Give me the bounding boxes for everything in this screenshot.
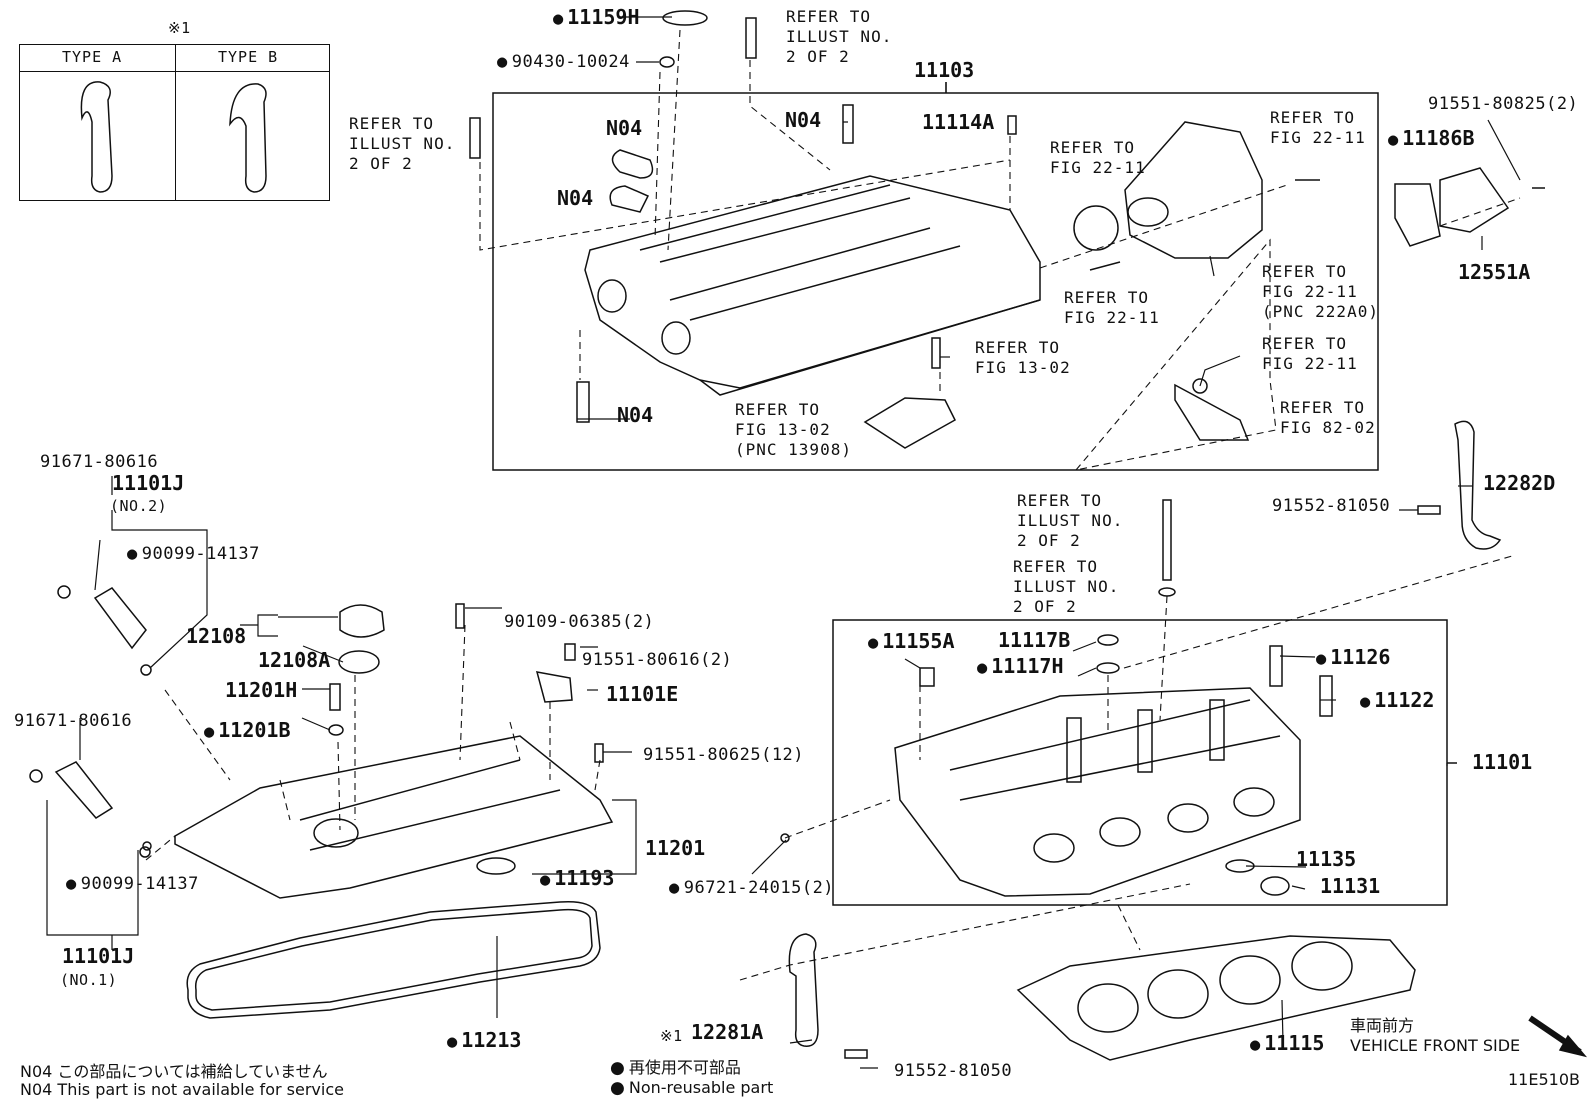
- part-label-11115: 11115: [1250, 1033, 1324, 1055]
- ref-illust-2-of-2-top: REFER TO ILLUST NO. 2 OF 2: [786, 7, 893, 66]
- part-label-91552-81050-a: 91552-81050: [894, 1061, 1013, 1081]
- part-label-11101E: 11101E: [606, 682, 679, 706]
- legend-nonreusable-jp: 再使用不可部品: [610, 1054, 741, 1078]
- ref-fig-22-11-a: REFER TO FIG 22-11: [1050, 138, 1146, 177]
- part-label-11101J-no1-sub: (NO.1): [60, 971, 118, 989]
- head-gasket-11115: [1016, 935, 1416, 1061]
- legend-nonreusable-en: Non-reusable part: [610, 1078, 773, 1098]
- vvt-housing: [1124, 121, 1263, 259]
- type-b-header: TYPE B: [218, 48, 279, 66]
- front-side-en: VEHICLE FRONT SIDE: [1350, 1036, 1521, 1055]
- hook-type-b: [229, 83, 267, 193]
- ref-fig-13-02-pnc: REFER TO FIG 13-02 (PNC 13908): [735, 400, 852, 459]
- ref-illust-2-of-2-left: REFER TO ILLUST NO. 2 OF 2: [349, 114, 456, 173]
- part-label-11135: 11135: [1296, 847, 1357, 871]
- ref-illust-2-of-2-right-b: REFER TO ILLUST NO. 2 OF 2: [1013, 557, 1120, 616]
- cylinder-head: [894, 687, 1301, 897]
- part-label-n04-c: N04: [785, 108, 822, 132]
- assembly-box-11103: [492, 92, 1379, 471]
- ref-fig-13-02: REFER TO FIG 13-02: [975, 338, 1071, 377]
- part-label-11201: 11201: [645, 836, 706, 860]
- part-label-12281A-mark: ※1: [660, 1027, 683, 1045]
- part-label-12281A: 12281A: [691, 1020, 764, 1044]
- ref-fig-22-11-d: REFER TO FIG 22-11: [1262, 334, 1358, 373]
- part-label-11101J-no2-sub: (NO.2): [110, 497, 168, 515]
- part-label-11159H: 11159H: [553, 7, 639, 29]
- part-label-90099-14137-a: 90099-14137: [127, 544, 260, 564]
- engine-hanger-12282D: [1454, 420, 1502, 550]
- ocv-no2: [93, 587, 147, 650]
- gasket-12551A: [1394, 183, 1441, 247]
- camshaft-housing: [584, 175, 1041, 389]
- diagram-code: 11E510B: [1508, 1070, 1580, 1089]
- part-label-n04-a: N04: [606, 116, 643, 140]
- valve-cover: [174, 735, 614, 899]
- part-label-11201B: 11201B: [204, 720, 290, 742]
- housing-12551A: [1439, 167, 1510, 233]
- part-label-n04-b: N04: [557, 186, 594, 210]
- front-side-jp: 車両前方: [1350, 1016, 1415, 1035]
- part-label-90430-10024: 90430-10024: [497, 52, 630, 72]
- ref-fig-22-11-pnc: REFER TO FIG 22-11 (PNC 222A0): [1262, 262, 1379, 321]
- part-label-90109-06385: 90109-06385(2): [504, 612, 655, 632]
- ref-fig-22-11-b: REFER TO FIG 22-11: [1270, 108, 1366, 147]
- part-label-11213: 11213: [447, 1030, 521, 1052]
- type-table: TYPE A TYPE B: [19, 44, 330, 201]
- part-label-91551-80616: 91551-80616(2): [582, 650, 733, 670]
- ref-illust-2-of-2-right-a: REFER TO ILLUST NO. 2 OF 2: [1017, 491, 1124, 550]
- part-label-11122: 11122: [1360, 690, 1434, 712]
- part-label-91671-80616-b: 91671-80616: [14, 711, 133, 731]
- ref-fig-22-11-c: REFER TO FIG 22-11: [1064, 288, 1160, 327]
- type-table-note-mark: ※1: [168, 19, 191, 37]
- legend-n04-jp: N04 この部品については補給していません: [20, 1062, 328, 1081]
- part-label-11193: 11193: [540, 868, 614, 890]
- part-label-11101: 11101: [1472, 750, 1533, 774]
- part-label-91671-80616-a: 91671-80616: [40, 452, 159, 472]
- part-label-11126: 11126: [1316, 647, 1390, 669]
- part-label-n04-d: N04: [617, 403, 654, 427]
- part-label-11114A: 11114A: [922, 110, 995, 134]
- legend-n04-en: N04 This part is not available for servi…: [20, 1080, 344, 1099]
- oil-filler-cap: [339, 604, 385, 638]
- part-label-11201H: 11201H: [225, 678, 298, 702]
- hook-type-a: [80, 81, 113, 193]
- part-label-11101J-no1: 11101J: [62, 944, 135, 968]
- valve-cover-gasket: [186, 900, 601, 1019]
- part-label-12551A: 12551A: [1458, 260, 1531, 284]
- part-label-12108A: 12108A: [258, 648, 331, 672]
- ref-fig-82-02: REFER TO FIG 82-02: [1280, 398, 1376, 437]
- part-label-11186B: 11186B: [1388, 128, 1474, 150]
- part-label-11131: 11131: [1320, 874, 1381, 898]
- part-label-12282D: 12282D: [1483, 471, 1556, 495]
- engine-hanger-12281A: [788, 933, 819, 1047]
- part-label-11101J-no2: 11101J: [112, 471, 185, 495]
- part-label-11103: 11103: [914, 58, 975, 82]
- part-label-96721-24015: 96721-24015(2): [669, 878, 834, 898]
- part-label-91551-80825: 91551-80825(2): [1428, 94, 1579, 114]
- part-label-90099-14137-b: 90099-14137: [66, 874, 199, 894]
- part-label-91552-81050-b: 91552-81050: [1272, 496, 1391, 516]
- part-label-91551-80625: 91551-80625(12): [643, 745, 805, 765]
- part-label-11117H: 11117H: [977, 656, 1063, 678]
- type-a-header: TYPE A: [62, 48, 123, 66]
- ocv-no1: [54, 761, 114, 819]
- part-label-11117B: 11117B: [998, 628, 1071, 652]
- part-label-12108: 12108: [186, 624, 247, 648]
- part-label-11155A: 11155A: [868, 631, 954, 653]
